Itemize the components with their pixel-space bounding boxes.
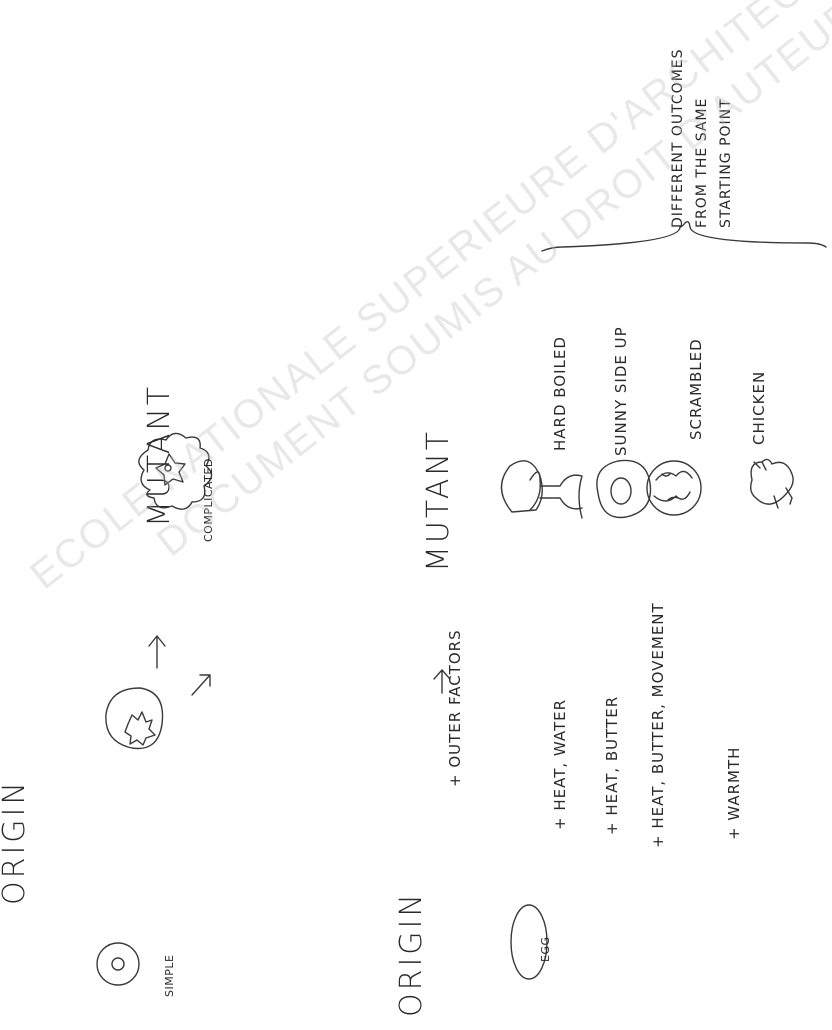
simple-label: SIMPLE	[163, 954, 176, 997]
outer-arrow-icon	[433, 669, 451, 694]
simple-circle-icon	[96, 942, 140, 986]
factor-3-label: + HEAT, BUTTER, MOVEMENT	[649, 602, 667, 848]
scrambled-egg-icon	[646, 460, 702, 516]
outer-factors-label: + OUTER FACTORS	[446, 629, 464, 787]
intermediate-blob-icon	[105, 687, 164, 750]
egg-label: EGG	[539, 936, 552, 963]
hard-boiled-egg-icon	[500, 460, 583, 519]
outcome-sunny-side-up-label: SUNNY SIDE UP	[612, 326, 630, 456]
top-arrow-icon	[148, 635, 166, 669]
factor-2-label: + HEAT, BUTTER	[603, 695, 621, 835]
mid-arrow-icon	[191, 674, 211, 696]
chicken-icon	[749, 458, 794, 509]
sunny-side-up-icon	[596, 459, 652, 519]
complicated-blob-icon	[138, 432, 213, 510]
outcome-scrambled-label: SCRAMBLED	[687, 338, 705, 440]
bottom-origin-label: ORIGIN	[394, 891, 429, 1017]
outcome-chicken-label: CHICKEN	[750, 370, 768, 445]
top-origin-label: ORIGIN	[0, 779, 32, 905]
brace-icon	[541, 220, 827, 252]
factor-4-label: + WARMTH	[725, 746, 743, 840]
factor-1-label: + HEAT, WATER	[551, 698, 569, 830]
outcome-hard-boiled-label: HARD BOILED	[551, 336, 569, 451]
egg-icon	[510, 904, 548, 980]
bottom-mutant-label: MUTANT	[421, 428, 456, 572]
